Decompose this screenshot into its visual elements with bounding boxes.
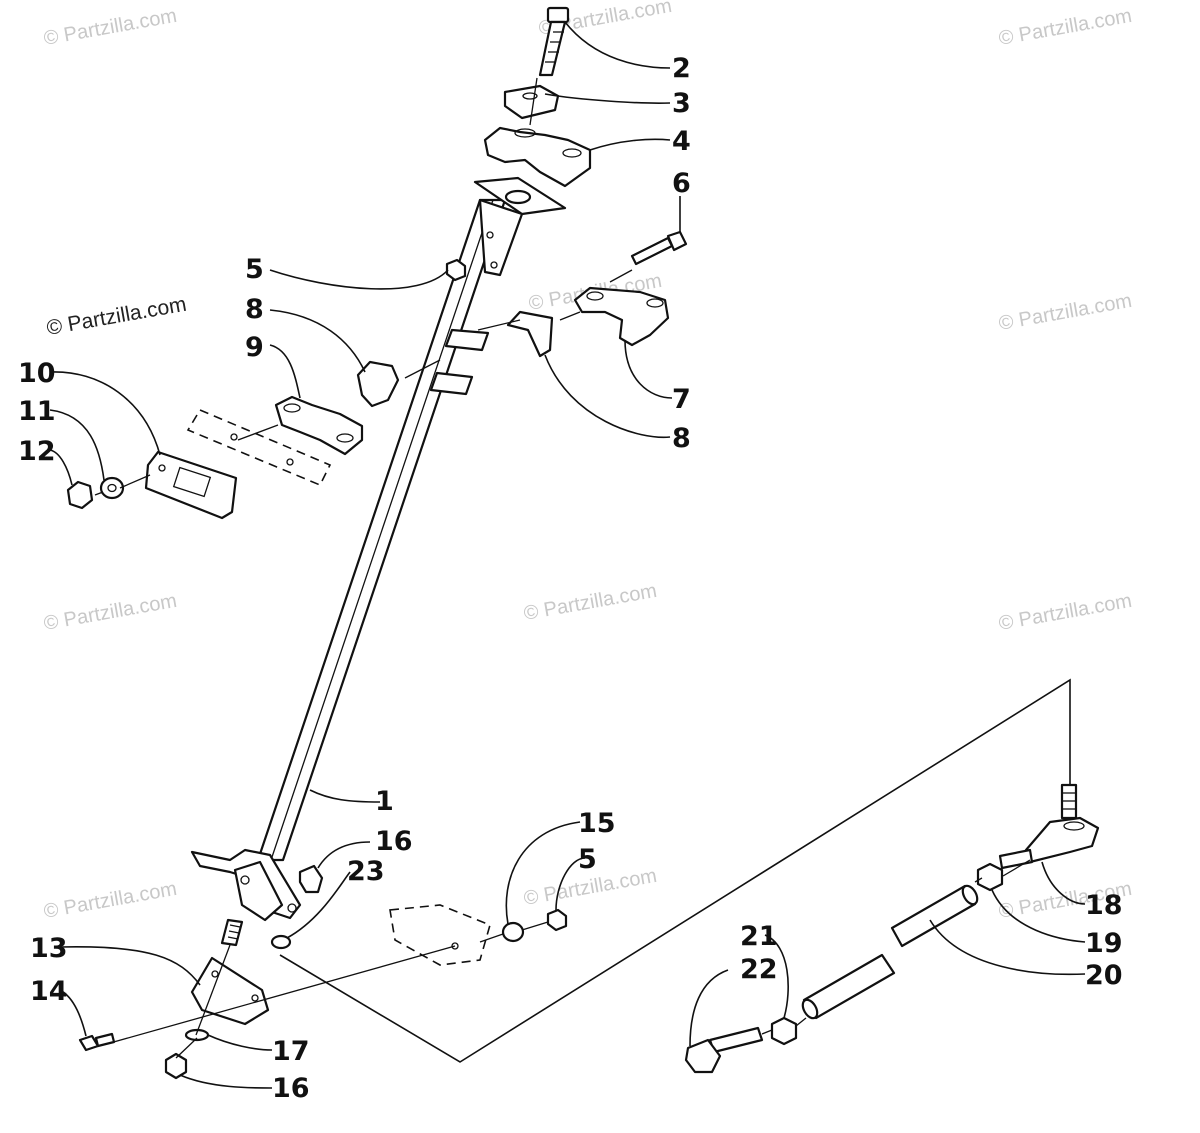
watermarks: © Partzilla.com © Partzilla.com © Partzi… [42, 0, 1134, 923]
bolt-2 [538, 6, 570, 77]
tube-20 [801, 884, 979, 1020]
callout-8-right: 8 [672, 423, 691, 454]
watermark: © Partzilla.com [42, 5, 179, 50]
callout-10: 10 [18, 358, 56, 389]
callout-11: 11 [18, 396, 56, 427]
tie-rod-end-22 [684, 1026, 764, 1074]
watermark: © Partzilla.com [42, 878, 179, 923]
callout-19: 19 [1085, 928, 1123, 959]
steering-post [190, 176, 567, 947]
tie-rod-end-18 [998, 783, 1100, 870]
callout-2: 2 [672, 53, 691, 84]
callout-5-lower: 5 [578, 844, 597, 875]
watermark: © Partzilla.com [522, 580, 659, 625]
bolt-14 [78, 1032, 116, 1052]
watermark: © Partzilla.com [997, 290, 1134, 335]
plate-10 [144, 408, 332, 520]
watermark: © Partzilla.com [997, 590, 1134, 635]
callout-20: 20 [1085, 960, 1123, 991]
watermark: © Partzilla.com [997, 5, 1134, 50]
cap-3 [503, 84, 560, 120]
callout-21: 21 [740, 921, 778, 952]
callout-7: 7 [672, 384, 691, 415]
nut-16-lower [164, 1052, 188, 1080]
callout-16-upper: 16 [375, 826, 413, 857]
callout-14: 14 [30, 976, 68, 1007]
callout-9: 9 [245, 332, 264, 363]
callout-13: 13 [30, 933, 68, 964]
callout-3: 3 [672, 88, 691, 119]
nut-16-upper [298, 864, 324, 894]
washer-11 [99, 476, 125, 500]
callout-4: 4 [672, 126, 691, 157]
callout-8-left: 8 [245, 294, 264, 325]
bushing-8-right [506, 310, 554, 358]
clamp-7 [573, 286, 670, 347]
nut-5-upper [445, 258, 467, 282]
nut-12 [66, 480, 94, 510]
block-9 [274, 395, 364, 456]
nut-21 [770, 1016, 798, 1046]
callout-15: 15 [578, 808, 616, 839]
assembly-lines [94, 77, 1071, 1063]
nut-19 [976, 862, 1004, 892]
leader-lines [49, 21, 1086, 1089]
watermark-highlight: © Partzilla.com [45, 293, 188, 340]
callout-labels: 2 3 4 6 5 8 9 7 8 10 11 12 1 16 23 15 5 … [18, 53, 1123, 1104]
callout-17: 17 [272, 1036, 310, 1067]
watermark: © Partzilla.com [42, 590, 179, 635]
mounting-plate-dashed [389, 904, 491, 966]
bolt-6 [630, 230, 688, 266]
callout-12: 12 [18, 436, 56, 467]
block-4 [483, 126, 592, 188]
washer-23 [270, 934, 292, 950]
nut-5-lower [546, 908, 568, 932]
callout-16-lower: 16 [272, 1073, 310, 1104]
bracket-13 [190, 956, 270, 1026]
washer-15 [501, 921, 525, 943]
bushing-8-left [356, 360, 400, 408]
callout-18: 18 [1085, 890, 1123, 921]
callout-1: 1 [375, 786, 394, 817]
callout-5: 5 [245, 254, 264, 285]
callout-23: 23 [347, 856, 385, 887]
callout-6: 6 [672, 168, 691, 199]
callout-22: 22 [740, 954, 778, 985]
